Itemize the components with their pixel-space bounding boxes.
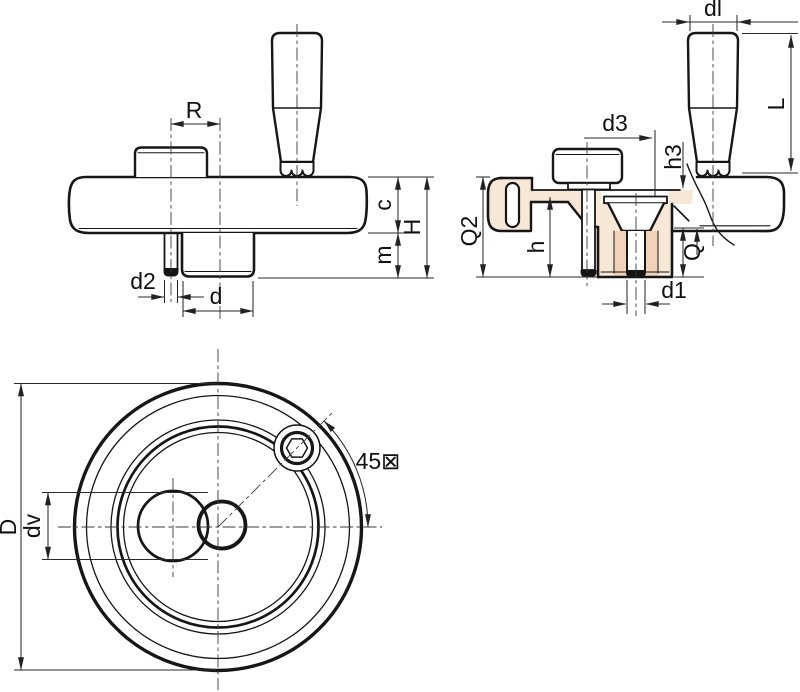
dim-label-d1: d1 xyxy=(661,277,687,303)
hub-bore-circle xyxy=(196,499,248,551)
break-line xyxy=(686,163,735,246)
dim-label-Q2: Q2 xyxy=(456,216,482,247)
handle-hole-circle xyxy=(279,430,315,466)
right-rim-fill xyxy=(688,177,784,232)
screw-end-cap xyxy=(580,270,597,277)
funnel-right-edge xyxy=(648,201,666,233)
rim-section-outline xyxy=(486,176,531,233)
dim-label-m: m xyxy=(370,245,396,264)
dim-arc-45 xyxy=(323,420,371,528)
boss-screw-shaft xyxy=(581,188,596,271)
hex-socket-icon xyxy=(285,438,309,458)
front-view: 45⊠ D dv xyxy=(0,349,400,690)
right-rim-outline xyxy=(695,175,786,233)
dim-label-D: D xyxy=(0,519,21,536)
bore-wall-right xyxy=(645,231,658,277)
dim-label-dl: dl xyxy=(704,0,722,21)
boss-washer xyxy=(567,182,611,191)
dim-label-dv: dv xyxy=(19,513,45,538)
section-view: dl L d3 h3 Q2 h Q d1 xyxy=(456,0,800,316)
dim-label-d3: d3 xyxy=(602,110,628,136)
dim-label-L: L xyxy=(763,97,789,110)
bushing-collar xyxy=(603,195,668,205)
dim-label-d: d xyxy=(210,283,223,309)
dim-label-45: 45⊠ xyxy=(356,448,401,474)
dim-label-c: c xyxy=(370,199,396,211)
wheel-disc-outline xyxy=(67,175,369,235)
dim-label-d2: d2 xyxy=(130,268,156,294)
dim-label-R: R xyxy=(186,97,203,123)
side-view: R c m H d d2 xyxy=(67,24,434,322)
funnel-left-edge xyxy=(606,201,624,233)
dim-label-h3: h3 xyxy=(660,144,686,170)
dim-label-Q: Q xyxy=(679,243,705,261)
diagonal-centerline-45 xyxy=(217,412,333,528)
dim-label-H: H xyxy=(399,219,425,236)
dim-label-h: h xyxy=(523,241,549,254)
hub-outline xyxy=(180,231,256,278)
pin-end-cap xyxy=(163,268,179,277)
rim-slot xyxy=(504,181,521,229)
bore-wall-left xyxy=(614,231,627,277)
